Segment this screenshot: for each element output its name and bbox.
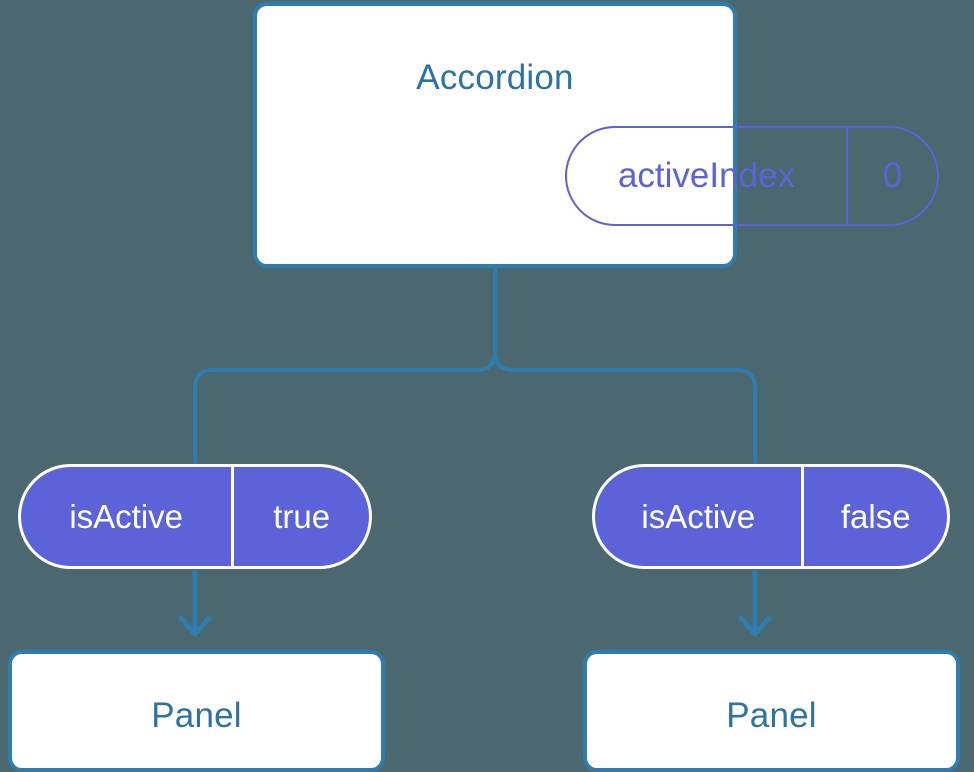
tree-connector-path-right [493,266,757,464]
prop-key-is-active-right: isActive [641,497,756,535]
panel-title-left: Panel [151,696,242,735]
prop-value-is-active-left: true [231,467,369,566]
accordion-title: Accordion [416,58,574,97]
accordion-component-card[interactable]: Accordion activeIndex 0 [253,2,939,268]
arrow-left-head-icon [178,615,212,637]
prop-pill-is-active-left[interactable]: isActive true [18,464,372,569]
tree-connector-path [193,266,497,464]
panel-component-card-left[interactable]: Panel [8,650,385,772]
prop-value-active-index: 0 [845,128,937,224]
prop-key-is-active-left: isActive [69,497,184,535]
arrow-right-head-icon [738,615,772,637]
prop-pill-active-index[interactable]: activeIndex 0 [565,126,939,226]
prop-pill-is-active-right[interactable]: isActive false [592,464,950,569]
prop-key-active-index: activeIndex [617,156,796,195]
panel-component-card-right[interactable]: Panel [583,650,960,772]
prop-value-is-active-right: false [801,467,947,566]
panel-title-right: Panel [726,696,817,735]
